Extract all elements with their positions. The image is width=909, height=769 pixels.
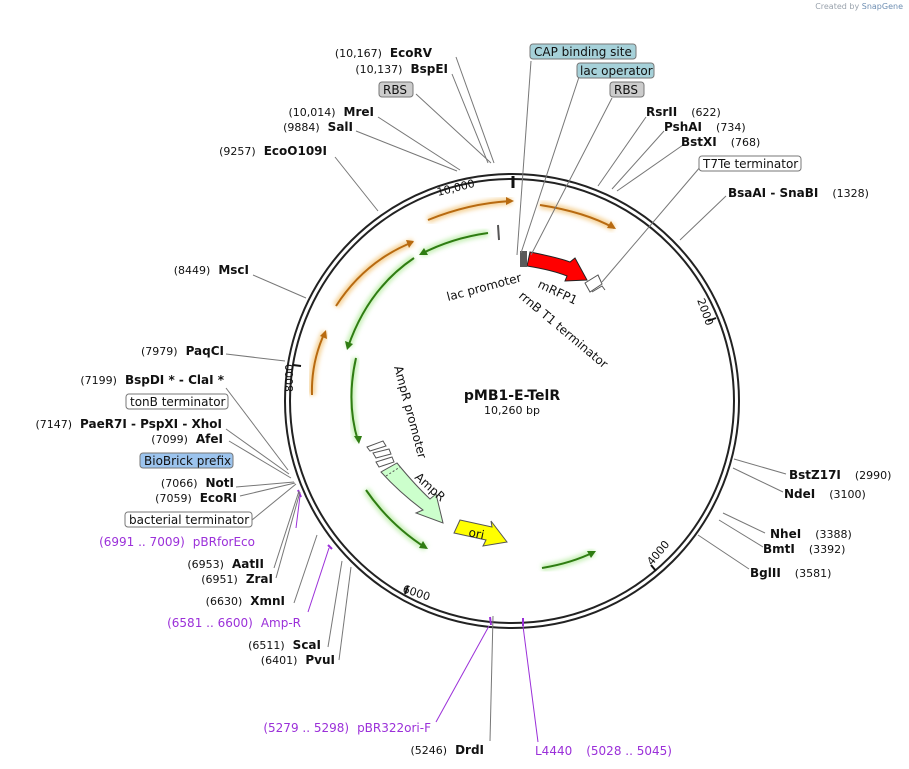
label-ecoo109i[interactable]: (9257)EcoO109I xyxy=(219,144,327,158)
plasmid-length: 10,260 bp xyxy=(484,404,540,417)
svg-text:BioBrick prefix: BioBrick prefix xyxy=(144,454,231,468)
label-bspei[interactable]: (10,137)BspEI xyxy=(355,62,448,76)
tick-label-4000: 4000 xyxy=(644,538,672,568)
label-primer-ampr[interactable]: (6581 .. 6600)Amp-R xyxy=(167,616,301,630)
label-primer-pbr322ori-f[interactable]: (5279 .. 5298)pBR322ori-F xyxy=(263,721,431,735)
svg-text:CAP binding site: CAP binding site xyxy=(534,45,632,59)
label-drdi[interactable]: (5246)DrdI xyxy=(410,743,484,757)
label-bstxi[interactable]: BstXI(768) xyxy=(681,135,760,149)
label-paer7i-pspxi-xhoi[interactable]: (7147)PaeR7I - PspXI - XhoI xyxy=(35,417,222,431)
ampr-promoter-feature xyxy=(366,440,387,452)
label-ecorv[interactable]: (10,167)EcoRV xyxy=(335,46,433,60)
label-zrai[interactable]: (6951)ZraI xyxy=(201,572,273,586)
label-rsrii[interactable]: RsrII(622) xyxy=(646,105,721,119)
box-t7te-terminator[interactable]: T7Te terminator xyxy=(698,155,802,172)
lac-promoter-feature xyxy=(520,251,527,267)
mrfp1-arrow xyxy=(526,251,588,282)
label-mrei[interactable]: (10,014)MreI xyxy=(288,105,374,119)
credit-prefix: Created by xyxy=(815,2,860,11)
box-rbs-right[interactable]: RBS xyxy=(609,81,645,98)
label-ecori[interactable]: (7059)EcoRI xyxy=(155,491,237,505)
label-lac-promoter: lac promoter xyxy=(445,270,523,303)
svg-text:T7Te terminator: T7Te terminator xyxy=(702,157,798,171)
svg-text:lac operator: lac operator xyxy=(580,64,653,78)
label-ndei[interactable]: NdeI(3100) xyxy=(784,487,866,501)
label-bspdi-clai[interactable]: (7199)BspDI * - ClaI * xyxy=(80,373,224,387)
lac-promoter-mark xyxy=(497,224,500,241)
green-arrows xyxy=(344,229,596,572)
tick-6000 xyxy=(404,585,409,595)
snapgene-logo: SnapGene xyxy=(861,2,903,11)
leader-lines xyxy=(225,56,787,742)
orange-arrows xyxy=(308,197,616,396)
tick-label-2000: 2000 xyxy=(694,297,716,328)
label-pshai[interactable]: PshAI(734) xyxy=(664,120,746,134)
ori-arrow xyxy=(453,519,508,547)
primer-mark-ampr xyxy=(327,544,333,550)
svg-text:RBS: RBS xyxy=(614,83,638,97)
tick-2000 xyxy=(707,317,717,322)
label-afei[interactable]: (7099)AfeI xyxy=(151,432,223,446)
label-noti[interactable]: (7066)NotI xyxy=(161,476,234,490)
snapgene-credit: Created by SnapGene xyxy=(815,2,903,11)
backbone-outer xyxy=(284,173,740,629)
tick-label-10000: 10,000 xyxy=(436,177,477,199)
label-bsaai-snabi[interactable]: BsaAI - SnaBI(1328) xyxy=(728,186,869,200)
svg-text:tonB terminator: tonB terminator xyxy=(130,395,226,409)
label-aatii[interactable]: (6953)AatII xyxy=(187,557,264,571)
svg-text:bacterial terminator: bacterial terminator xyxy=(129,513,249,527)
box-cap-binding-site[interactable]: CAP binding site xyxy=(529,43,637,60)
label-primer-pbrforeco[interactable]: (6991 .. 7009)pBRforEco xyxy=(99,535,255,549)
rrnb-terminator-feature xyxy=(584,274,603,293)
tick-8000 xyxy=(292,364,302,367)
box-bacterial-terminator[interactable]: bacterial terminator xyxy=(124,511,253,528)
primer-mark-pbr322ori xyxy=(489,616,492,626)
label-msci[interactable]: (8449)MscI xyxy=(174,263,249,277)
tick-4000 xyxy=(650,564,657,572)
box-lac-operator[interactable]: lac operator xyxy=(576,62,655,79)
label-bglii[interactable]: BglII(3581) xyxy=(750,566,831,580)
label-sali[interactable]: (9884)SalI xyxy=(283,120,353,134)
box-biobrick-prefix[interactable]: BioBrick prefix xyxy=(139,452,234,469)
label-xmni[interactable]: (6630)XmnI xyxy=(206,594,285,608)
label-ori: ori xyxy=(467,525,485,542)
box-tonb-terminator[interactable]: tonB terminator xyxy=(125,393,229,410)
label-pvui[interactable]: (6401)PvuI xyxy=(261,653,335,667)
box-rbs-left[interactable]: RBS xyxy=(378,81,414,98)
label-nhei[interactable]: NheI(3388) xyxy=(770,527,852,541)
label-bstz17i[interactable]: BstZ17I(2990) xyxy=(789,468,891,482)
svg-text:RBS: RBS xyxy=(383,83,407,97)
tick-label-8000: 8000 xyxy=(283,364,296,392)
label-paqci[interactable]: (7979)PaqCI xyxy=(141,344,224,358)
label-bmti[interactable]: BmtI(3392) xyxy=(763,542,845,556)
label-primer-l4440[interactable]: L4440(5028 .. 5045) xyxy=(535,744,672,758)
label-scai[interactable]: (6511)ScaI xyxy=(248,638,321,652)
primer-leader-lines xyxy=(295,495,539,743)
plasmid-name: pMB1-E-TelR xyxy=(464,388,560,404)
ampr-arrow xyxy=(380,462,444,524)
label-ampr-promoter: AmpR promoter xyxy=(391,364,429,460)
